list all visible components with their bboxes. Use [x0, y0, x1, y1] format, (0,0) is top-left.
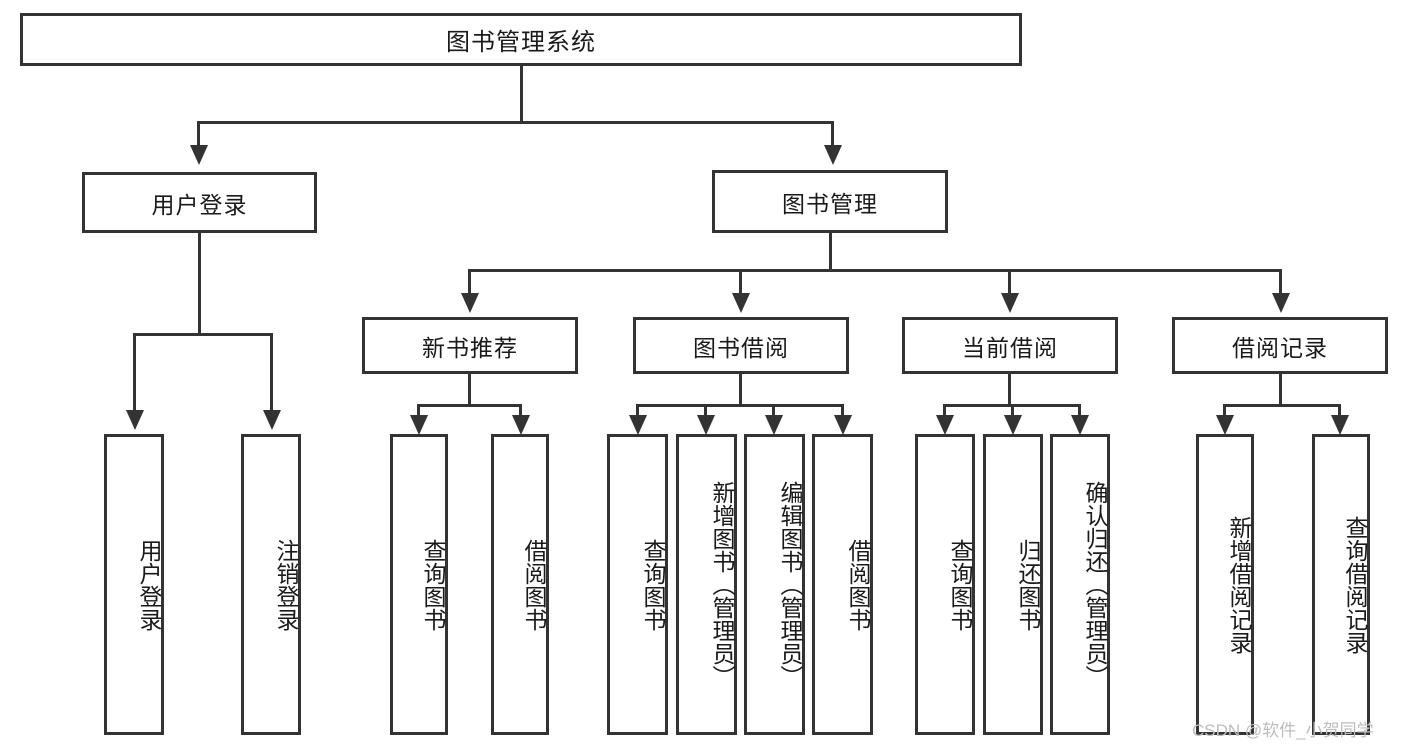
node-new-book-recommend[interactable]: 新书推荐	[362, 317, 578, 374]
arrowhead-book-borrow-leaf-2	[697, 415, 715, 435]
connector-new-book-recommend-bus	[417, 404, 522, 407]
leaf-book-borrow-query-book[interactable]: 查询图书	[607, 434, 668, 735]
connector-new-book-recommend-leaf-1	[417, 404, 420, 418]
connector-book-borrow-leaf-1	[636, 404, 639, 418]
connector-book-borrow-stem	[739, 374, 742, 406]
leaf-new-book-recommend-query-book[interactable]: 查询图书	[390, 434, 448, 735]
node-book-management[interactable]: 图书管理	[712, 170, 948, 233]
leaf-user-login-login[interactable]: 用户登录	[104, 434, 164, 735]
arrowhead-current-borrow-leaf-1	[936, 415, 954, 435]
leaf-user-login-logout[interactable]: 注销登录	[241, 434, 301, 735]
connector-borrow-record-leaf-1	[1223, 404, 1226, 418]
node-book-borrow[interactable]: 图书借阅	[633, 317, 849, 374]
node-user-login[interactable]: 用户登录	[82, 172, 317, 233]
arrowhead-to-book-borrow	[732, 293, 750, 313]
node-borrow-record[interactable]: 借阅记录	[1172, 317, 1388, 374]
connector-to-new-book-recommend	[468, 269, 471, 297]
leaf-book-borrow-borrow-book[interactable]: 借阅图书	[812, 434, 873, 735]
connector-user-login-stem	[198, 233, 201, 335]
arrowhead-new-book-recommend-leaf-1	[410, 415, 428, 435]
leaf-book-borrow-add-book-admin[interactable]: 新增图书（管理员）	[676, 434, 737, 735]
connector-user-login-bus	[133, 333, 273, 336]
arrowhead-user-login-leaf-1	[126, 410, 144, 430]
connector-to-current-borrow	[1008, 269, 1011, 297]
connector-to-book-borrow	[739, 269, 742, 297]
arrowhead-borrow-record-leaf-1	[1216, 415, 1234, 435]
connector-current-borrow-stem	[1008, 374, 1011, 406]
leaf-current-borrow-query-book[interactable]: 查询图书	[915, 434, 975, 735]
connector-new-book-recommend-stem	[468, 374, 471, 406]
node-current-borrow[interactable]: 当前借阅	[902, 317, 1118, 374]
leaf-new-book-recommend-borrow-book[interactable]: 借阅图书	[491, 434, 549, 735]
connector-current-borrow-leaf-2	[1011, 404, 1014, 418]
arrowhead-book-borrow-leaf-4	[834, 415, 852, 435]
arrowhead-borrow-record-leaf-2	[1331, 415, 1349, 435]
arrowhead-to-borrow-record	[1272, 293, 1290, 313]
leaf-book-borrow-edit-book-admin[interactable]: 编辑图书（管理员）	[744, 434, 805, 735]
arrowhead-book-borrow-leaf-3	[765, 415, 783, 435]
arrowhead-to-user-login	[190, 145, 208, 165]
connector-user-login-leaf-2	[270, 333, 273, 413]
node-root-book-management-system[interactable]: 图书管理系统	[20, 13, 1022, 66]
connector-root-bus	[197, 121, 834, 124]
arrowhead-to-new-book-recommend	[461, 293, 479, 313]
connector-book-borrow-leaf-4	[841, 404, 844, 418]
leaf-borrow-record-add-record[interactable]: 新增借阅记录	[1196, 434, 1254, 735]
connector-book-management-stem	[829, 233, 832, 271]
arrowhead-to-book-management	[824, 145, 842, 165]
arrowhead-user-login-leaf-2	[263, 410, 281, 430]
arrowhead-current-borrow-leaf-2	[1004, 415, 1022, 435]
leaf-borrow-record-query-record[interactable]: 查询借阅记录	[1312, 434, 1370, 735]
connector-book-borrow-bus	[636, 404, 844, 407]
csdn-watermark: CSDN @软件_小贺同学	[1192, 721, 1374, 740]
arrowhead-book-borrow-leaf-1	[629, 415, 647, 435]
connector-to-borrow-record	[1279, 269, 1282, 297]
connector-borrow-record-leaf-2	[1338, 404, 1341, 418]
connector-book-borrow-leaf-3	[772, 404, 775, 418]
connector-root-to-book-management	[831, 121, 834, 149]
connector-root-stem	[520, 66, 523, 121]
leaf-current-borrow-confirm-return-admin[interactable]: 确认归还（管理员）	[1050, 434, 1110, 735]
connector-root-to-user-login	[197, 121, 200, 149]
arrowhead-current-borrow-leaf-3	[1071, 415, 1089, 435]
arrowhead-to-current-borrow	[1001, 293, 1019, 313]
connector-borrow-record-bus	[1223, 404, 1339, 407]
connector-current-borrow-leaf-1	[943, 404, 946, 418]
connector-new-book-recommend-leaf-2	[519, 404, 522, 418]
arrowhead-new-book-recommend-leaf-2	[512, 415, 530, 435]
connector-book-management-bus	[468, 269, 1282, 272]
leaf-current-borrow-return-book[interactable]: 归还图书	[983, 434, 1043, 735]
connector-borrow-record-stem	[1279, 374, 1282, 406]
connector-user-login-leaf-1	[133, 333, 136, 413]
connector-book-borrow-leaf-2	[704, 404, 707, 418]
connector-current-borrow-leaf-3	[1078, 404, 1081, 418]
